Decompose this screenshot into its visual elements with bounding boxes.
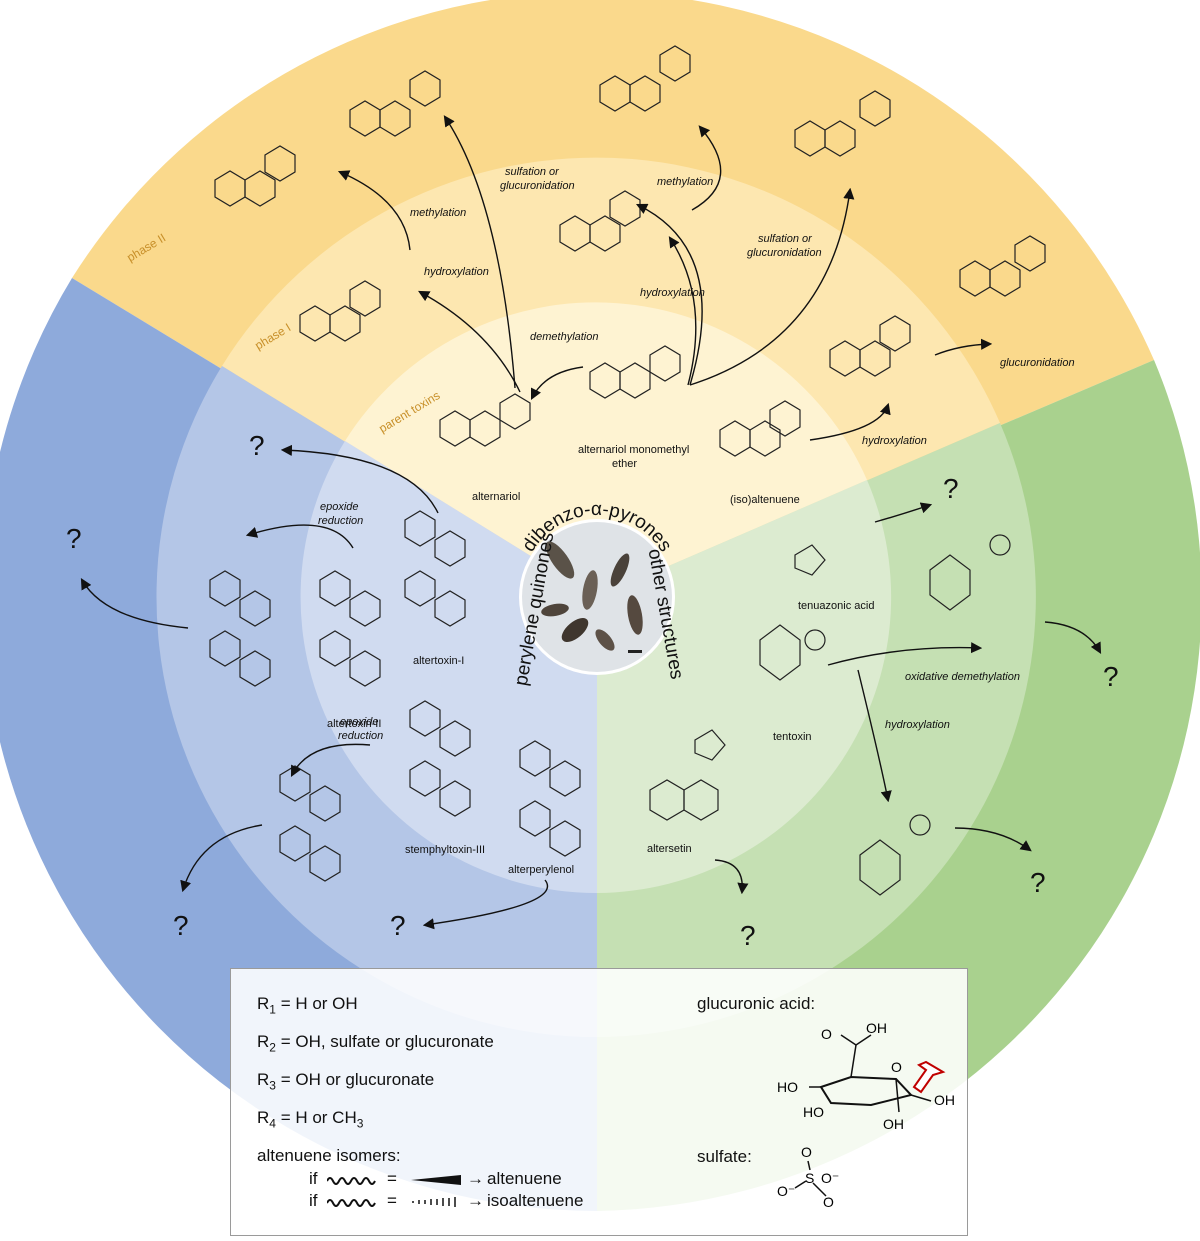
svg-text:O: O xyxy=(821,1026,832,1042)
legend-isoaltenuene: isoaltenuene xyxy=(487,1191,584,1210)
legend-r1: R1 = H or OH xyxy=(257,994,358,1017)
reaction-arrows xyxy=(80,115,1102,930)
rx-oxidative-demethylation: oxidative demethylation xyxy=(905,671,1020,683)
label-altertoxin-1: altertoxin-I xyxy=(413,655,464,667)
legend-r2: R2 = OH, sulfate or glucuronate xyxy=(257,1032,494,1055)
rx-epoxide-1: epoxide xyxy=(320,501,359,513)
svg-text:OH: OH xyxy=(934,1092,955,1108)
wavy-bond-icon-2 xyxy=(327,1199,376,1207)
wedge-bond-icon xyxy=(411,1175,461,1185)
legend-eq-1: = xyxy=(387,1169,397,1188)
legend-isomers-title: altenuene isomers: xyxy=(257,1146,401,1165)
unknown-3: ? xyxy=(173,910,189,941)
legend-glucuronic-title: glucuronic acid: xyxy=(697,994,816,1013)
rx-sulf1-line2: glucuronidation xyxy=(500,180,575,192)
unknown-6: ? xyxy=(943,473,959,504)
svg-text:O: O xyxy=(823,1194,834,1210)
rx-hydroxylation-4: hydroxylation xyxy=(885,719,950,731)
legend-arrow-1: → xyxy=(467,1169,484,1188)
reaction-labels: demethylation hydroxylation methylation … xyxy=(318,166,1075,742)
svg-text:O: O xyxy=(891,1059,902,1075)
label-alternariol: alternariol xyxy=(472,491,520,503)
label-ame-1: alternariol monomethyl xyxy=(578,444,689,456)
svg-text:O: O xyxy=(801,1144,812,1160)
glucuronic-acid-structure: OH O O OH OH HO HO xyxy=(777,1020,955,1132)
legend-box: R1 = H or OH R2 = OH, sulfate or glucuro… xyxy=(230,968,968,1236)
rx-sulf2-line1: sulfation or xyxy=(758,233,813,245)
unknown-4: ? xyxy=(390,910,406,941)
label-altersetin: altersetin xyxy=(647,843,692,855)
legend-r3: R3 = OH or glucuronate xyxy=(257,1070,435,1093)
rx-hydroxylation-3: hydroxylation xyxy=(862,435,927,447)
label-ame-2: ether xyxy=(612,458,637,470)
legend-if-2: if xyxy=(309,1191,318,1210)
svg-text:HO: HO xyxy=(803,1104,824,1120)
center-photo xyxy=(519,519,675,675)
legend-sulfate-title: sulfate: xyxy=(697,1147,752,1166)
rx-hydroxylation-1: hydroxylation xyxy=(424,266,489,278)
unknown-metabolites: ? ? ? ? ? ? ? ? xyxy=(66,430,1119,951)
legend-eq-2: = xyxy=(387,1191,397,1210)
rx-epoxide-2: epoxide xyxy=(340,716,379,728)
label-tentoxin: tentoxin xyxy=(773,731,812,743)
label-altertoxin-2: altertoxin-II xyxy=(327,718,381,730)
rx-methylation-2: methylation xyxy=(657,176,713,188)
sector-blue-inner xyxy=(300,441,597,894)
svg-text:O⁻: O⁻ xyxy=(821,1170,839,1186)
svg-text:HO: HO xyxy=(777,1079,798,1095)
svg-text:OH: OH xyxy=(866,1020,887,1036)
sector-yellow-inner xyxy=(345,302,867,597)
rx-reduction-1: reduction xyxy=(318,515,363,527)
rx-sulf1-line1: sulfation or xyxy=(505,166,560,178)
compound-labels: alternariol alternariol monomethyl ether… xyxy=(327,444,874,876)
wavy-bond-icon xyxy=(327,1177,376,1185)
rx-glucuronidation: glucuronidation xyxy=(1000,357,1075,369)
rx-methylation-1: methylation xyxy=(410,207,466,219)
rx-sulf2-line2: glucuronidation xyxy=(747,247,822,259)
legend-altenuene: altenuene xyxy=(487,1169,562,1188)
structure-sketches xyxy=(209,45,1046,896)
unknown-8: ? xyxy=(1030,867,1046,898)
unknown-5: ? xyxy=(740,920,756,951)
label-tenuazonic: tenuazonic acid xyxy=(798,600,874,612)
rx-hydroxylation-2: hydroxylation xyxy=(640,287,705,299)
legend-r4: R4 = H or CH3 xyxy=(257,1108,364,1131)
unknown-2: ? xyxy=(66,523,82,554)
highlight-arrow-icon xyxy=(912,1060,946,1094)
svg-text:S: S xyxy=(805,1170,814,1186)
unknown-7: ? xyxy=(1103,661,1119,692)
unknown-1: ? xyxy=(249,430,265,461)
rx-reduction-2: reduction xyxy=(338,730,383,742)
label-stemphyltoxin-3: stemphyltoxin-III xyxy=(405,844,485,856)
legend-if-1: if xyxy=(309,1169,318,1188)
sulfate-structure: O S O⁻ O⁻ O xyxy=(777,1144,839,1210)
legend-arrow-2: → xyxy=(467,1191,484,1210)
svg-text:O⁻: O⁻ xyxy=(777,1183,795,1199)
svg-text:OH: OH xyxy=(883,1116,904,1132)
label-altenuene: (iso)altenuene xyxy=(730,494,800,506)
rx-demethylation: demethylation xyxy=(530,331,599,343)
label-alterperylenol: alterperylenol xyxy=(508,864,574,876)
hashed-bond-icon xyxy=(412,1197,456,1207)
